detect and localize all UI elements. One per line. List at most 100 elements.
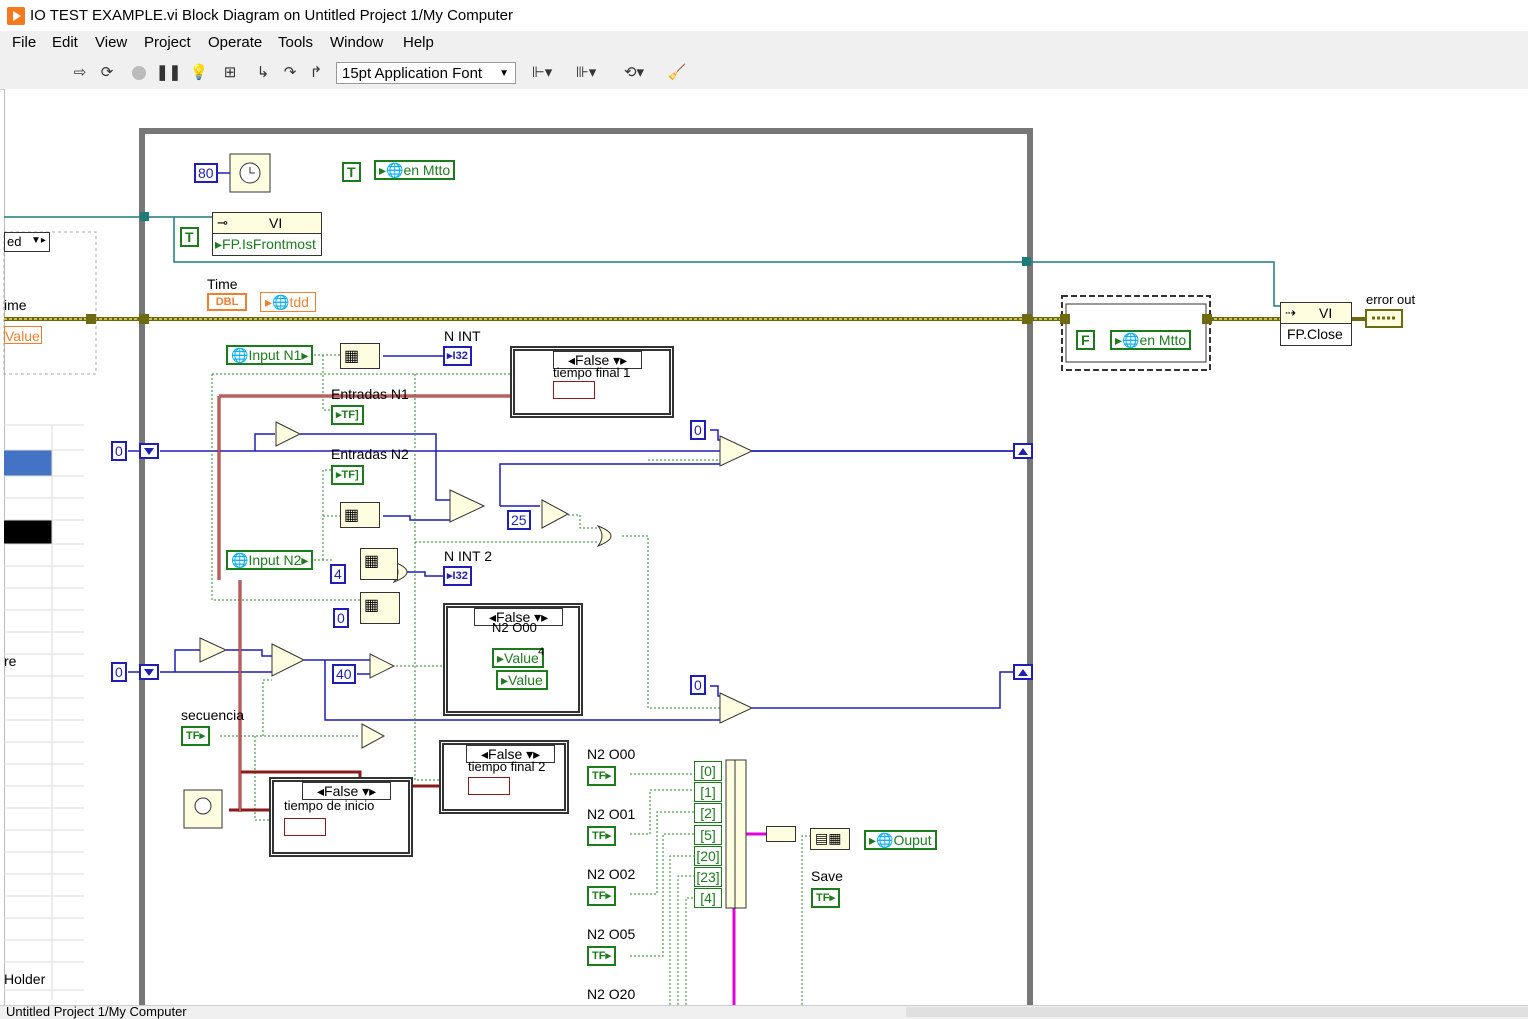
tf-label-6: TF [592,890,606,902]
left-re-label: re [4,653,17,669]
index-array-node-2[interactable]: ▦ [360,592,400,624]
step-into-icon[interactable]: ↳ [256,64,270,81]
case-structure-tiempo-final-1[interactable]: ◂False ▾▸ tiempo final 1 [510,346,674,418]
menu-operate[interactable]: Operate [208,34,263,51]
run-arrow-icon[interactable]: ⇨ [73,64,87,81]
case-selector-4[interactable]: ◂False ▾▸ [474,608,564,626]
distribute-icon[interactable]: ⊪▾ [575,64,597,81]
case-structure-tiempo-de-inicio[interactable]: ◂False ▾▸ tiempo de inicio [269,777,413,857]
increment-node-2 [199,637,228,663]
constant-4[interactable]: 4 [330,564,346,584]
labview-icon [7,7,25,25]
invoke-arrow-icon: ⇢ [1285,305,1296,320]
menu-tools[interactable]: Tools [278,34,314,51]
cleanup-icon[interactable]: 🧹 [667,64,687,81]
index-array-node-1[interactable]: ▦ [360,548,398,580]
fp-loop-tunnel-left [1060,314,1070,324]
save-control[interactable]: TF▸ [811,888,840,908]
case-selector-1[interactable]: ◂False ▾▸ [553,351,643,369]
input-n2-variable[interactable]: 🌐Input N2▸ [226,550,314,570]
index-4[interactable]: [4] [694,888,722,908]
constant-25[interactable]: 25 [507,510,531,530]
n2-o02-label: N2 O02 [587,866,636,882]
n2-o00-inner-label: N2 O00 [492,620,537,635]
step-over-icon[interactable]: ↷ [283,64,297,81]
highlight-execution-icon[interactable]: 💡 [189,64,209,81]
menu-edit[interactable]: Edit [52,34,78,51]
property-node-isfrontmost[interactable]: ⊸ VI ▸FP.IsFrontmost [212,212,322,256]
constant-0-e[interactable]: 0 [333,608,349,628]
menu-window[interactable]: Window [330,34,384,51]
tf-label-7: TF [592,950,606,962]
dbl-label: DBL [215,296,239,308]
input-n1-variable[interactable]: 🌐Input N1▸ [226,345,314,365]
search-array-node-1[interactable]: ▦ [340,343,380,369]
index-23[interactable]: [23] [694,867,722,887]
en-mtto-local-variable-2[interactable]: ▸🌐en Mtto [1110,330,1192,350]
constant-0-a[interactable]: 0 [111,441,127,461]
case-selector-3[interactable]: ◂False ▾▸ [302,782,392,800]
run-continuously-icon[interactable]: ⟳ [100,64,114,81]
time-control[interactable]: DBL [207,293,247,311]
step-out-icon[interactable]: ↱ [309,64,323,81]
align-icon[interactable]: ⊩▾ [531,64,553,81]
horizontal-scrollbar[interactable] [906,1007,1528,1017]
ouput-variable[interactable]: ▸🌐Ouput [864,830,937,850]
menu-file[interactable]: File [12,34,37,51]
i32-label-2: I32 [452,570,468,582]
fp-isfrontmost-label: ▸FP.IsFrontmost [215,236,316,252]
search-array-node-2[interactable]: ▦ [340,502,380,528]
or-node-1 [596,524,612,548]
false-constant[interactable]: F [1076,330,1095,350]
reorder-icon[interactable]: ⟲▾ [623,64,645,81]
array-to-string-node[interactable] [766,826,796,842]
shift-register-arrow-2 [144,669,154,676]
value-property-2[interactable]: ▸Value [496,670,548,690]
true-constant-2[interactable]: T [180,227,199,247]
index-20[interactable]: [20] [694,846,722,866]
abort-icon[interactable] [129,63,149,83]
tunnel-ref-right [1022,257,1031,266]
case-structure-n2-o00[interactable]: ◂False ▾▸ N2 O00 ▸Value ▸Value 4 [443,603,583,716]
n2-o05-control[interactable]: TF▸ [587,946,616,966]
font-select[interactable]: 15pt Application Font ▼ [336,62,516,84]
property-node-fpclose[interactable]: ⇢ VI FP.Close [1280,302,1352,346]
tiempo-final-1-indicator [553,381,595,399]
menu-help[interactable]: Help [403,34,434,51]
left-ring-control[interactable]: ed ▼▸ [4,232,50,252]
n2-o02-control[interactable]: TF▸ [587,886,616,906]
index-1[interactable]: [1] [694,782,722,802]
tiempo-final-2-label: tiempo final 2 [468,759,546,774]
n2-o01-control[interactable]: TF▸ [587,826,616,846]
index-0[interactable]: [0] [694,761,722,781]
case-structure-tiempo-final-2[interactable]: ◂False ▾▸ tiempo final 2 [439,740,569,814]
build-table-node[interactable]: ▤▦ [810,828,850,850]
tunnel-ref-left [140,212,149,221]
constant-0-b[interactable]: 0 [111,662,127,682]
value-property-1[interactable]: ▸Value [492,648,544,668]
en-mtto-local-variable[interactable]: ▸🌐en Mtto [374,160,456,180]
menu-view[interactable]: View [95,34,128,51]
constant-40[interactable]: 40 [332,664,356,684]
index-5[interactable]: [5] [694,825,722,845]
retain-wire-values-icon[interactable]: ⊞ [223,64,237,81]
left-panel-blue-cell [4,450,52,476]
constant-0-c[interactable]: 0 [690,420,706,440]
case-selector-2[interactable]: ◂False ▾▸ [466,745,556,763]
true-constant-1[interactable]: T [342,162,361,182]
while-loop-frame [139,128,1033,1005]
menu-project[interactable]: Project [144,34,191,51]
array-wire [732,832,766,1005]
tdd-local-variable[interactable]: ▸🌐tdd [260,292,316,312]
constant-80[interactable]: 80 [194,163,218,183]
index-2[interactable]: [2] [694,803,722,823]
n2-o00-control[interactable]: TF▸ [587,766,616,786]
left-panel-black-cell [4,520,52,544]
secuencia-control[interactable]: TF▸ [181,726,210,746]
table-icon: ▤▦ [815,830,842,846]
pause-icon[interactable]: ❚❚ [156,64,182,81]
n-int-indicator: ▸I32 [443,346,472,366]
constant-0-d[interactable]: 0 [690,675,706,695]
four-label: 4 [538,646,545,658]
entradas-n2-indicator: ▸TF] [331,465,364,485]
